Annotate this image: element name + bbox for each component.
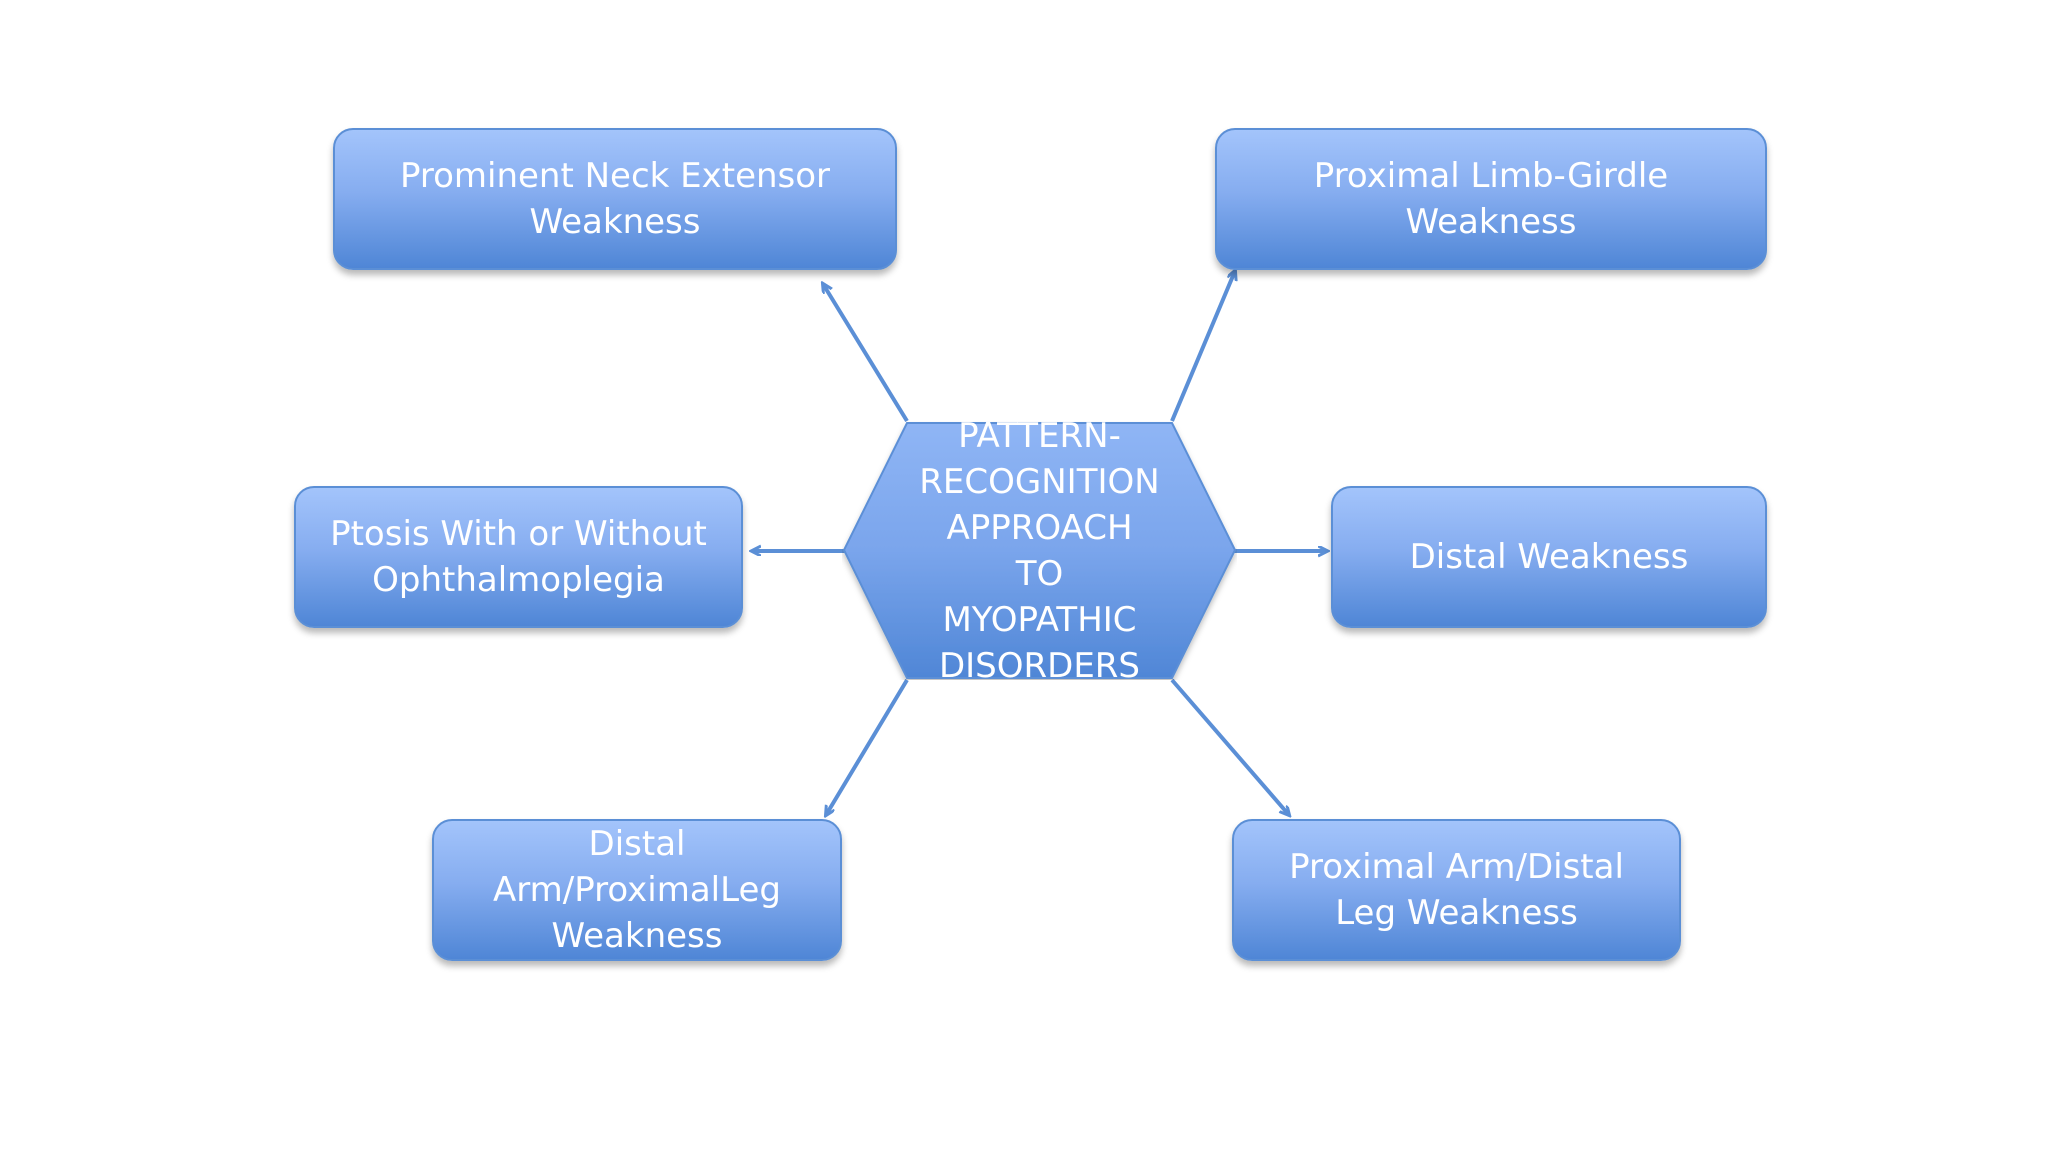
node-limb-girdle-weakness: Proximal Limb-Girdle Weakness [1215,128,1767,270]
arrow-to-limb-girdle [1170,271,1235,422]
arrow-to-distal-arm-proximal-leg [826,678,909,815]
node-limb-girdle-label: Proximal Limb-Girdle Weakness [1313,156,1669,242]
hexagon-shape [842,422,1237,679]
center-hexagon: PATTERN- RECOGNITION APPROACH TO MYOPATH… [842,416,1237,686]
node-ptosis-label: Ptosis With or Without Ophthalmoplegia [330,514,707,600]
node-distal-arm-proximal-leg-weakness: Distal Arm/ProximalLeg Weakness [432,819,842,961]
node-distal-weakness: Distal Weakness [1331,486,1767,628]
node-distal-label: Distal Weakness [1409,537,1689,577]
node-neck-extensor-weakness: Prominent Neck Extensor Weakness [333,128,897,270]
node-neck-extensor-label: Prominent Neck Extensor Weakness [399,156,831,242]
node-proximal-arm-distal-leg-label: Proximal Arm/Distal Leg Weakness [1289,847,1624,933]
arrow-to-proximal-arm-distal-leg [1170,678,1289,815]
node-distal-arm-proximal-leg-label: Distal Arm/ProximalLeg Weakness [493,824,781,956]
node-ptosis: Ptosis With or Without Ophthalmoplegia [294,486,743,628]
center-label: PATTERN- RECOGNITION APPROACH TO MYOPATH… [919,416,1160,686]
arrow-to-neck-extensor [823,284,909,423]
node-proximal-arm-distal-leg-weakness: Proximal Arm/Distal Leg Weakness [1232,819,1681,961]
